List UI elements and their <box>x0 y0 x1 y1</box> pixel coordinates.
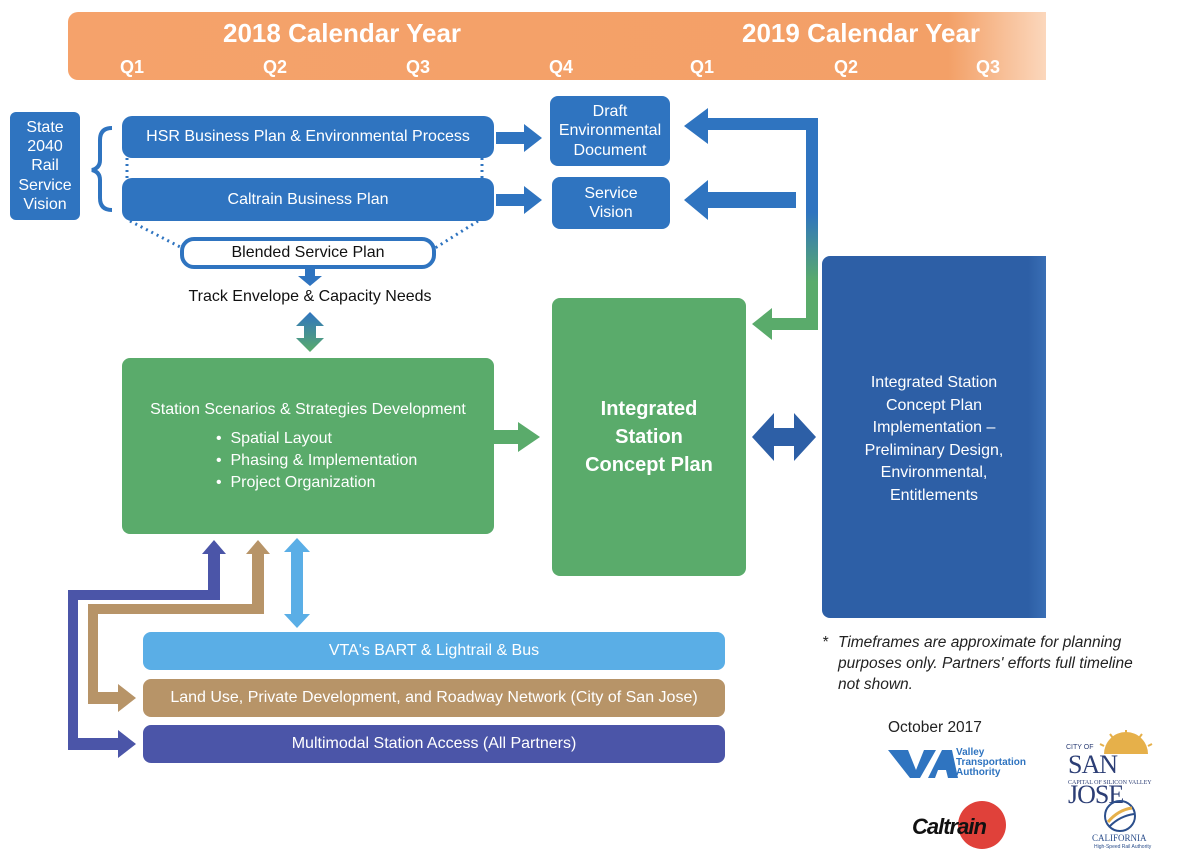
quarter-label: Q1 <box>690 57 715 77</box>
arrow-integrated-implementation <box>752 413 816 461</box>
track-envelope-label: Track Envelope & Capacity Needs <box>188 288 432 305</box>
year-2018-label: 2018 Calendar Year <box>223 18 462 48</box>
arrow-hsr-to-draft <box>496 124 542 152</box>
vta-logo-text: Valley Transportation Authority <box>956 747 1027 778</box>
arrow-blended-down <box>298 268 322 286</box>
list-item: • Phasing & Implementation <box>216 452 418 469</box>
service-vision-label: Service Vision <box>584 184 638 221</box>
arrow-feedback <box>684 108 818 340</box>
san-jose-wordmark: SAN JOSE <box>1068 750 1124 809</box>
dotted-link <box>431 219 479 252</box>
bracket <box>91 126 113 212</box>
california-hsr-icon <box>1104 800 1136 832</box>
caltrain-logo: Caltrain <box>912 800 1022 852</box>
arrow-track-double <box>296 312 324 352</box>
scenarios-bullet-list: • Spatial Layout • Phasing & Implementat… <box>216 428 417 494</box>
quarter-label: Q3 <box>976 57 1001 77</box>
quarter-label: Q1 <box>120 57 145 77</box>
hsr-business-plan-box: HSR Business Plan & Environmental Proces… <box>122 116 494 158</box>
year-2019-label: 2019 Calendar Year <box>742 18 981 48</box>
integrated-concept-plan-box: Integrated Station Concept Plan <box>552 298 746 576</box>
state-rail-vision-box: State 2040 Rail Service Vision <box>10 112 80 220</box>
quarter-label: Q4 <box>549 57 574 77</box>
vta-logo: Valley Transportation Authority <box>888 748 1048 784</box>
arrow-feedback-service <box>684 180 796 220</box>
california-subtitle: High-Speed Rail Authority <box>1094 844 1152 850</box>
hsr-business-plan-label: HSR Business Plan & Environmental Proces… <box>146 128 470 146</box>
caltrain-business-plan-label: Caltrain Business Plan <box>227 190 389 208</box>
california-hsr-logo: CALIFORNIA High-Speed Rail Authority <box>1086 800 1166 852</box>
blended-service-plan-label: Blended Service Plan <box>231 244 385 261</box>
blended-service-plan-box: Blended Service Plan <box>180 237 436 269</box>
vta-bar-label: VTA's BART & Lightrail & Bus <box>328 642 540 659</box>
caltrain-business-plan-box: Caltrain Business Plan <box>122 178 494 221</box>
footnote-text: Timeframes are approximate for planning … <box>838 634 1133 693</box>
multimodal-bar-label: Multimodal Station Access (All Partners) <box>291 735 577 752</box>
land-use-bar: Land Use, Private Development, and Roadw… <box>143 679 725 717</box>
integrated-concept-plan-label: Integrated Station Concept Plan <box>585 398 713 476</box>
vta-logo-icon <box>888 750 958 778</box>
arrow-vta <box>284 538 310 628</box>
quarter-label: Q3 <box>406 57 431 77</box>
vta-bar: VTA's BART & Lightrail & Bus <box>143 632 725 670</box>
sun-icon <box>1099 730 1153 754</box>
arrow-land-use <box>88 540 270 712</box>
station-scenarios-title: Station Scenarios & Strategies Developme… <box>150 401 466 418</box>
state-rail-vision-label: State 2040 Rail Service Vision <box>18 119 72 213</box>
service-vision-box: Service Vision <box>552 177 670 229</box>
implementation-box: Integrated Station Concept Plan Implemen… <box>822 256 1046 618</box>
land-use-bar-label: Land Use, Private Development, and Roadw… <box>170 689 698 706</box>
arrow-multimodal <box>68 540 226 758</box>
list-item: • Project Organization <box>216 474 376 491</box>
california-wordmark: CALIFORNIA <box>1092 833 1147 843</box>
timeline-banner: 2018 Calendar Year 2019 Calendar Year Q1… <box>68 12 1046 80</box>
multimodal-bar: Multimodal Station Access (All Partners) <box>143 725 725 763</box>
arrow-scenarios-to-integrated <box>494 422 540 452</box>
dotted-link <box>129 219 187 252</box>
san-jose-logo: CITY OF SAN JOSE CAPITAL OF SILICON VALL… <box>1066 730 1176 809</box>
footnote-asterisk: * <box>822 634 829 651</box>
caltrain-circle-icon <box>958 801 1006 849</box>
caltrain-wordmark: Caltrain <box>912 814 987 839</box>
quarter-label: Q2 <box>263 57 288 77</box>
draft-environmental-document-label: Draft Environmental Document <box>558 103 662 159</box>
draft-environmental-document-box: Draft Environmental Document <box>550 96 670 166</box>
san-jose-top: CITY OF <box>1066 744 1094 751</box>
station-scenarios-box: Station Scenarios & Strategies Developme… <box>122 358 494 534</box>
san-jose-subtitle: CAPITAL OF SILICON VALLEY <box>1068 780 1152 786</box>
arrow-caltrain-to-service <box>496 186 542 214</box>
list-item: • Spatial Layout <box>216 430 332 447</box>
implementation-label: Integrated Station Concept Plan Implemen… <box>864 374 1004 504</box>
quarter-label: Q2 <box>834 57 859 77</box>
date-label: October 2017 <box>888 719 982 736</box>
